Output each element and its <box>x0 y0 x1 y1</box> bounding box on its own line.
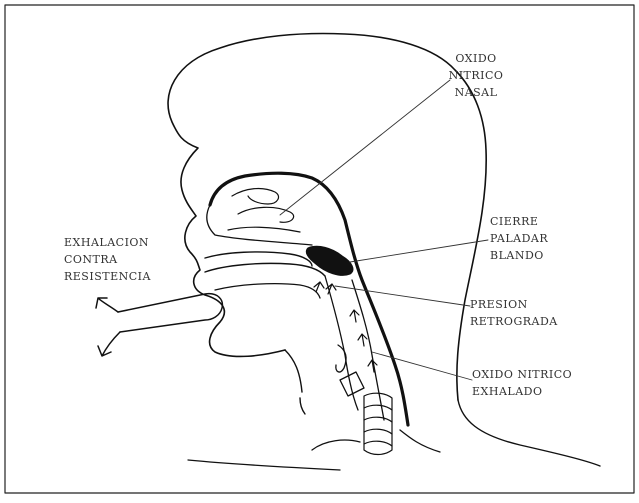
exhale-arrow-down <box>98 332 120 356</box>
mouthpiece-tube <box>118 294 222 332</box>
epiglottis <box>336 345 346 372</box>
label-oxido-nitrico-exhalado: OXIDO NITRICO EXHALADO <box>472 366 572 400</box>
nasal-concha-upper <box>232 189 279 204</box>
label-presion-retrograda: PRESION RETROGRADA <box>470 296 558 330</box>
tongue-surface <box>205 263 325 276</box>
exhale-arrow-up <box>96 298 118 312</box>
nasal-concha-lower <box>228 227 300 232</box>
label-cierre-paladar: CIERRE PALADAR BLANDO <box>490 213 548 264</box>
oral-cavity-lower <box>215 284 320 298</box>
leader-cierre <box>350 240 488 262</box>
label-exhalacion: EXHALACION CONTRA RESISTENCIA <box>64 234 151 285</box>
nasal-floor <box>207 205 312 245</box>
neck-back <box>458 400 600 466</box>
leader-presion <box>335 286 470 306</box>
neck-front <box>285 350 305 414</box>
label-oxido-nitrico-nasal: OXIDO NITRICO NASAL <box>432 50 520 101</box>
leader-nasal <box>280 80 450 215</box>
bottom-line <box>188 460 340 470</box>
soft-palate-closure <box>306 246 352 275</box>
pharynx-back <box>352 280 384 420</box>
nasal-concha-middle <box>238 207 294 222</box>
pharynx-front <box>325 276 358 410</box>
trachea <box>364 393 392 454</box>
